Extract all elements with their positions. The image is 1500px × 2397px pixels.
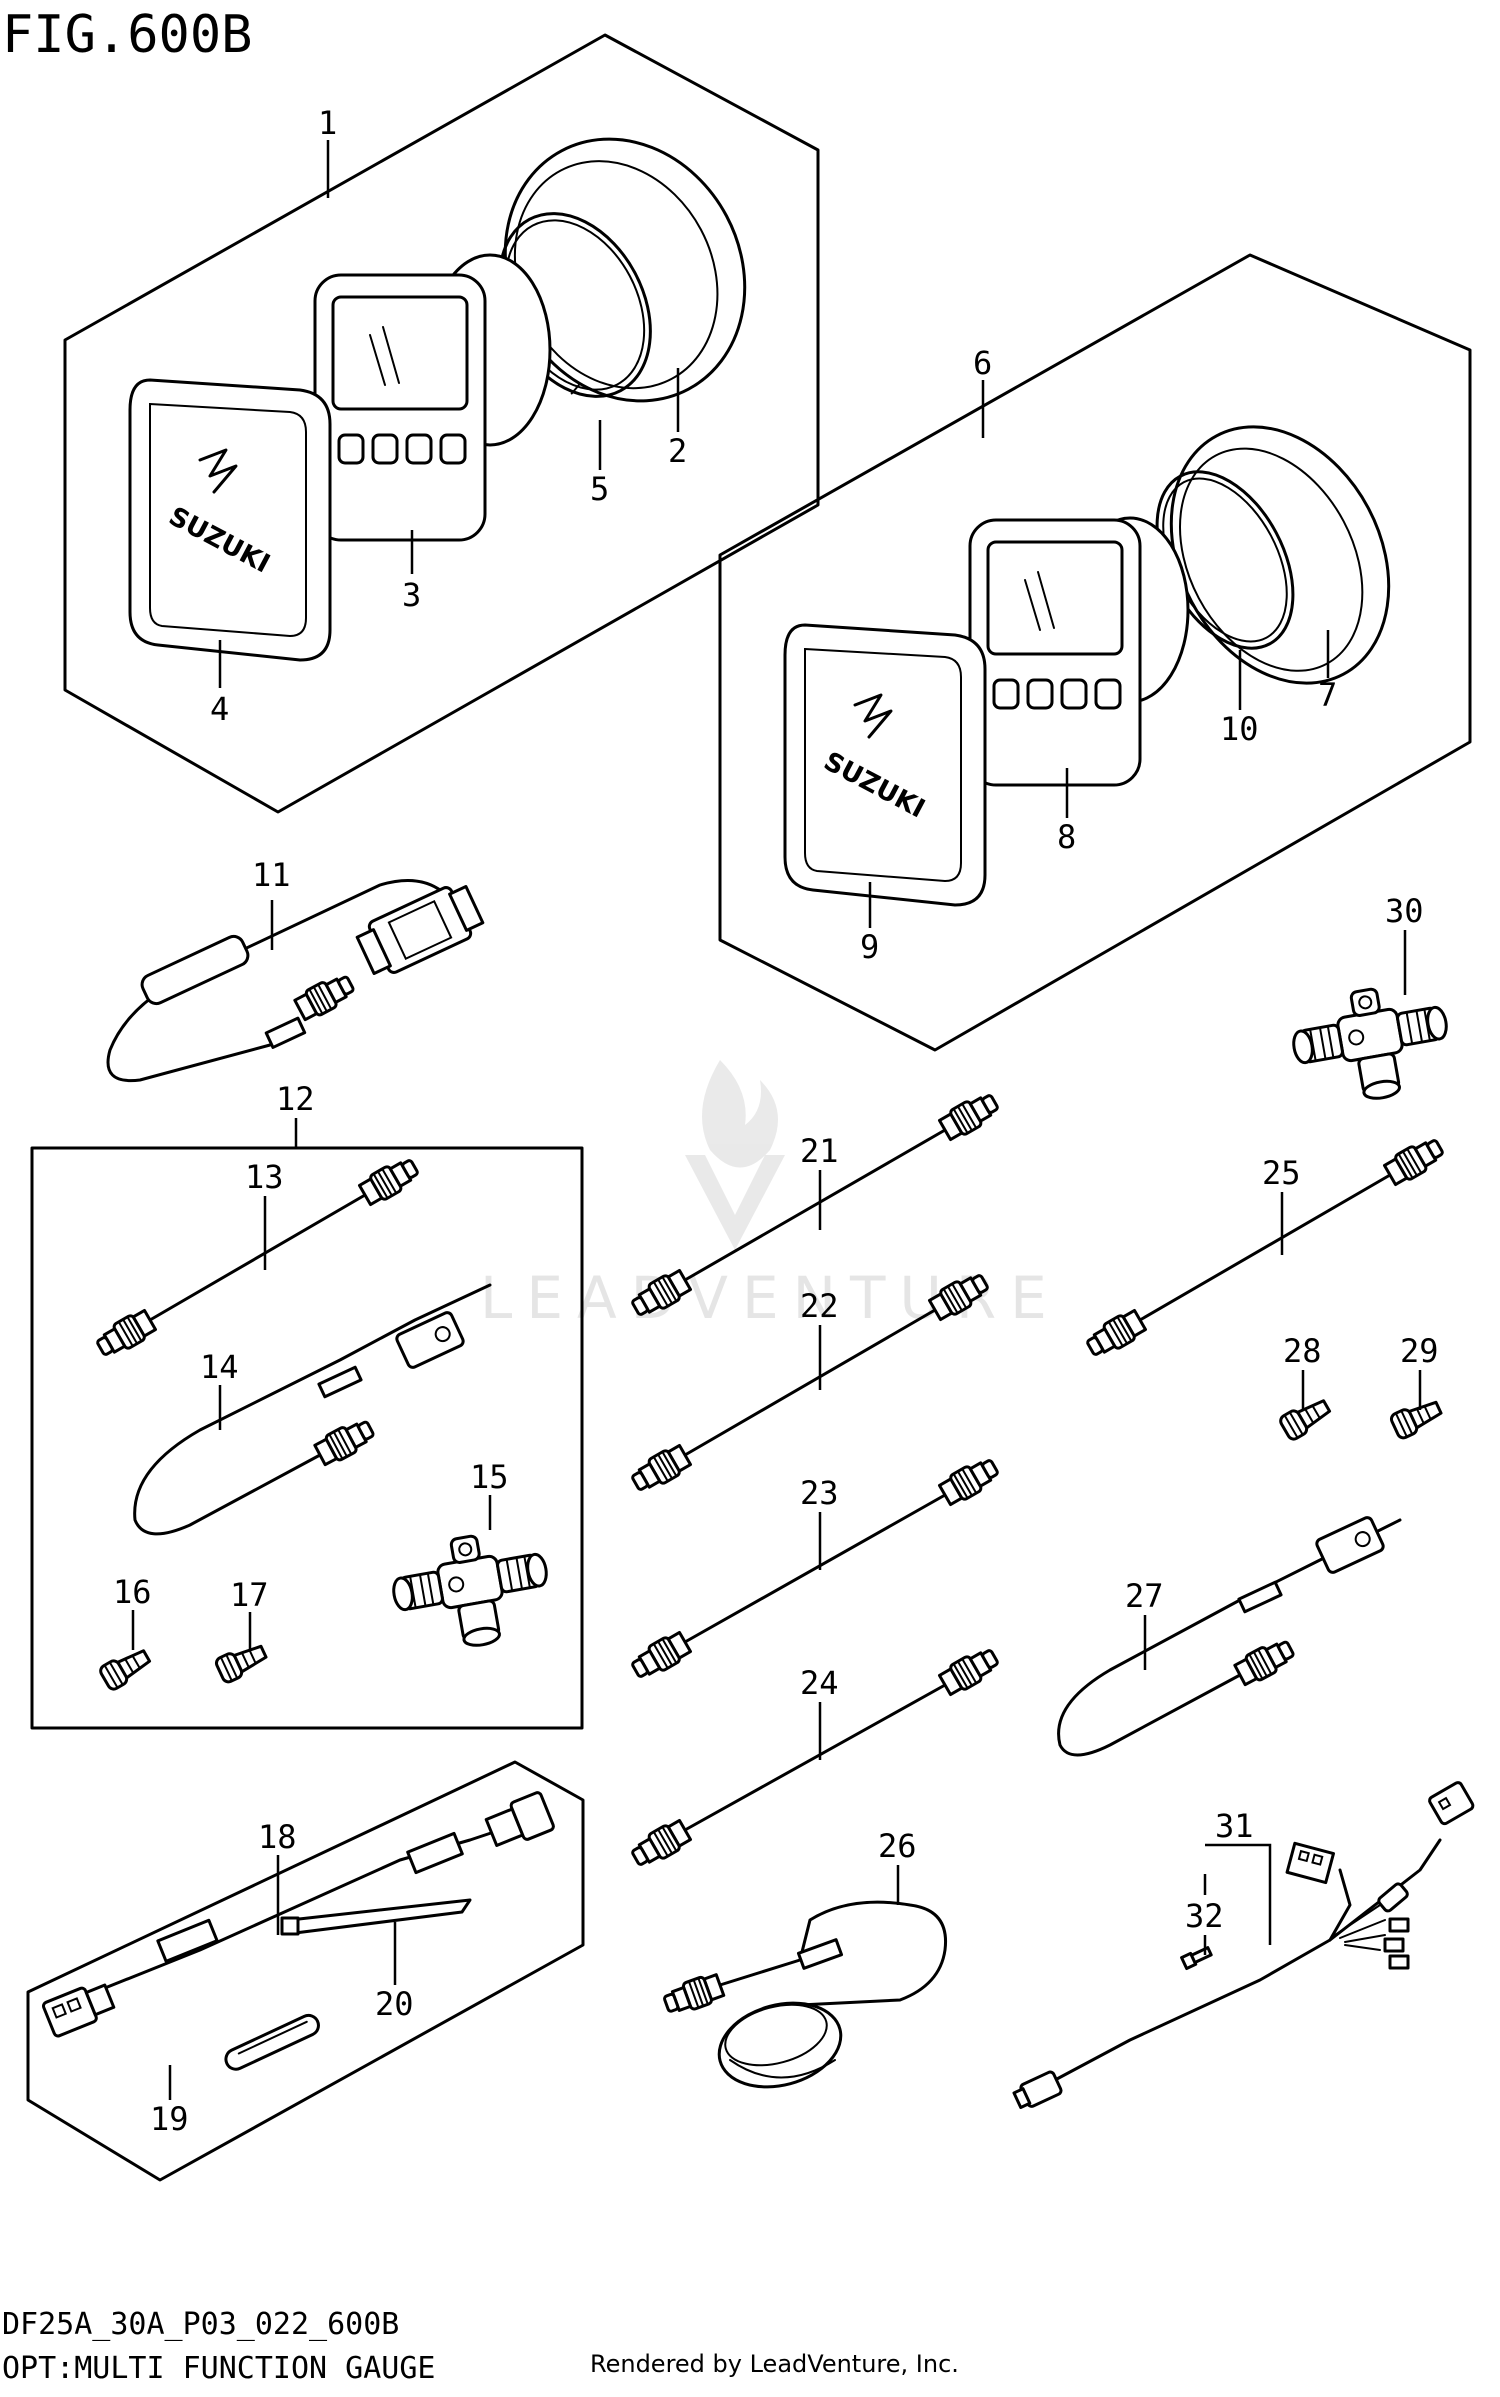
terminator-28 [1277, 1393, 1335, 1443]
leader-lines [131, 140, 1422, 2100]
callout-10: 10 [1220, 710, 1259, 748]
cable-13 [92, 1152, 423, 1363]
footer-caption: OPT:MULTI FUNCTION GAUGE [2, 2351, 435, 2386]
figure-title: FIG.600B [2, 5, 252, 65]
callout-19: 19 [150, 2100, 189, 2138]
terminator-29 [1388, 1394, 1446, 1442]
cable-14 [133, 1283, 492, 1536]
callout-11: 11 [252, 856, 291, 894]
group-18-frame [26, 1760, 585, 2182]
group-1-frame [63, 33, 820, 814]
cable-sensor-11 [106, 879, 485, 1083]
tee-connector-15 [384, 1522, 559, 1660]
callout-12: 12 [276, 1080, 315, 1118]
terminator-16 [97, 1643, 155, 1693]
callout-22: 22 [800, 1287, 839, 1325]
callout-4: 4 [210, 690, 229, 728]
sensor-26 [660, 1900, 948, 2089]
callout-2: 2 [668, 432, 687, 470]
harness-group-18 [26, 1760, 585, 2182]
callout-17: 17 [230, 1576, 269, 1614]
cable-27 [1057, 1516, 1402, 1757]
callout-29: 29 [1400, 1332, 1439, 1370]
callout-23: 23 [800, 1474, 839, 1512]
tee-connector-30 [1284, 975, 1459, 1113]
cable-24 [627, 1642, 1003, 1873]
callout-27: 27 [1125, 1577, 1164, 1615]
group-6-frame [718, 253, 1472, 1052]
rendered-by: Rendered by LeadVenture, Inc. [590, 2350, 959, 2378]
callout-14: 14 [200, 1348, 239, 1386]
cable-22 [627, 1267, 993, 1498]
gauge-assembly-group-1: SUZUKI [63, 33, 820, 814]
callout-18: 18 [258, 1818, 297, 1856]
callout-6: 6 [973, 344, 992, 382]
callout-15: 15 [470, 1458, 509, 1496]
callout-9: 9 [860, 928, 879, 966]
footer-code: DF25A_30A_P03_022_600B [2, 2307, 399, 2342]
gauge-assembly-group-6: SUZUKI [718, 253, 1472, 1052]
cable-25 [1082, 1132, 1448, 1363]
callout-32: 32 [1185, 1897, 1224, 1935]
callout-3: 3 [402, 576, 421, 614]
callout-5: 5 [590, 470, 609, 508]
cable-tie-20 [288, 1898, 472, 1935]
callout-28: 28 [1283, 1332, 1322, 1370]
callout-labels: 1 2 3 4 5 6 7 8 9 10 11 12 13 14 15 16 1… [113, 104, 1439, 2138]
bezel-4: SUZUKI [128, 378, 332, 662]
group-12-frame [30, 1146, 584, 1730]
callout-21: 21 [800, 1132, 839, 1170]
callout-20: 20 [375, 1985, 414, 2023]
callout-16: 16 [113, 1573, 152, 1611]
callout-8: 8 [1057, 818, 1076, 856]
gauge-3 [313, 273, 487, 542]
callout-7: 7 [1318, 676, 1337, 714]
callout-24: 24 [800, 1664, 839, 1702]
callout-30: 30 [1385, 892, 1424, 930]
cable-21 [627, 1087, 1003, 1323]
callout-26: 26 [878, 1827, 917, 1865]
gauge-8 [968, 518, 1142, 787]
bezel-9: SUZUKI [783, 623, 987, 907]
cable-23 [627, 1452, 1003, 1685]
callout-31: 31 [1215, 1807, 1254, 1845]
screw-32 [1180, 1946, 1213, 1971]
callout-1: 1 [318, 104, 337, 142]
harness-31 [1012, 1781, 1475, 2109]
clip-19 [224, 2013, 320, 2071]
terminator-17 [213, 1638, 271, 1686]
callout-13: 13 [245, 1158, 284, 1196]
callout-25: 25 [1262, 1154, 1301, 1192]
